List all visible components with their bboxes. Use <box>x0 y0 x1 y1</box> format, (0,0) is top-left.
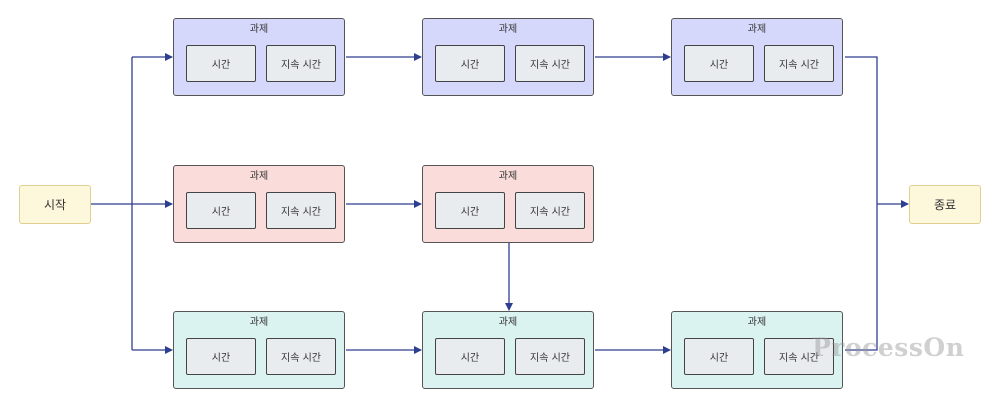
watermark-text: ProcessOn <box>812 333 965 362</box>
task-r2-2[interactable]: 과제 시간 지속 시간 <box>422 165 594 243</box>
end-node[interactable]: 종료 <box>909 185 981 224</box>
time-cell[interactable]: 시간 <box>186 192 256 229</box>
task-r1-2[interactable]: 과제 시간 지속 시간 <box>422 18 594 96</box>
task-title: 과제 <box>249 24 269 35</box>
duration-cell[interactable]: 지속 시간 <box>764 45 834 82</box>
task-title: 과제 <box>747 24 767 35</box>
task-title: 과제 <box>498 24 518 35</box>
start-label: 시작 <box>43 198 67 212</box>
task-r1-3[interactable]: 과제 시간 지속 시간 <box>671 18 843 96</box>
task-r1-1[interactable]: 과제 시간 지속 시간 <box>173 18 345 96</box>
start-node[interactable]: 시작 <box>19 185 91 224</box>
time-cell[interactable]: 시간 <box>186 338 256 375</box>
task-title: 과제 <box>249 171 269 182</box>
duration-cell[interactable]: 지속 시간 <box>266 338 336 375</box>
time-cell[interactable]: 시간 <box>435 338 505 375</box>
task-r2-1[interactable]: 과제 시간 지속 시간 <box>173 165 345 243</box>
duration-cell[interactable]: 지속 시간 <box>764 338 834 375</box>
time-cell[interactable]: 시간 <box>435 192 505 229</box>
task-title: 과제 <box>249 317 269 328</box>
time-cell[interactable]: 시간 <box>684 45 754 82</box>
task-title: 과제 <box>747 317 767 328</box>
duration-cell[interactable]: 지속 시간 <box>515 338 585 375</box>
time-cell[interactable]: 시간 <box>186 45 256 82</box>
task-title: 과제 <box>498 317 518 328</box>
task-title: 과제 <box>498 171 518 182</box>
duration-cell[interactable]: 지속 시간 <box>266 192 336 229</box>
time-cell[interactable]: 시간 <box>684 338 754 375</box>
duration-cell[interactable]: 지속 시간 <box>515 45 585 82</box>
duration-cell[interactable]: 지속 시간 <box>515 192 585 229</box>
connector-r1-end <box>845 56 878 204</box>
time-cell[interactable]: 시간 <box>435 45 505 82</box>
connector-r3-end <box>845 204 878 351</box>
task-r3-2[interactable]: 과제 시간 지속 시간 <box>422 311 594 389</box>
duration-cell[interactable]: 지속 시간 <box>266 45 336 82</box>
task-r3-1[interactable]: 과제 시간 지속 시간 <box>173 311 345 389</box>
task-r3-3[interactable]: 과제 시간 지속 시간 <box>671 311 843 389</box>
end-label: 종료 <box>933 198 957 212</box>
